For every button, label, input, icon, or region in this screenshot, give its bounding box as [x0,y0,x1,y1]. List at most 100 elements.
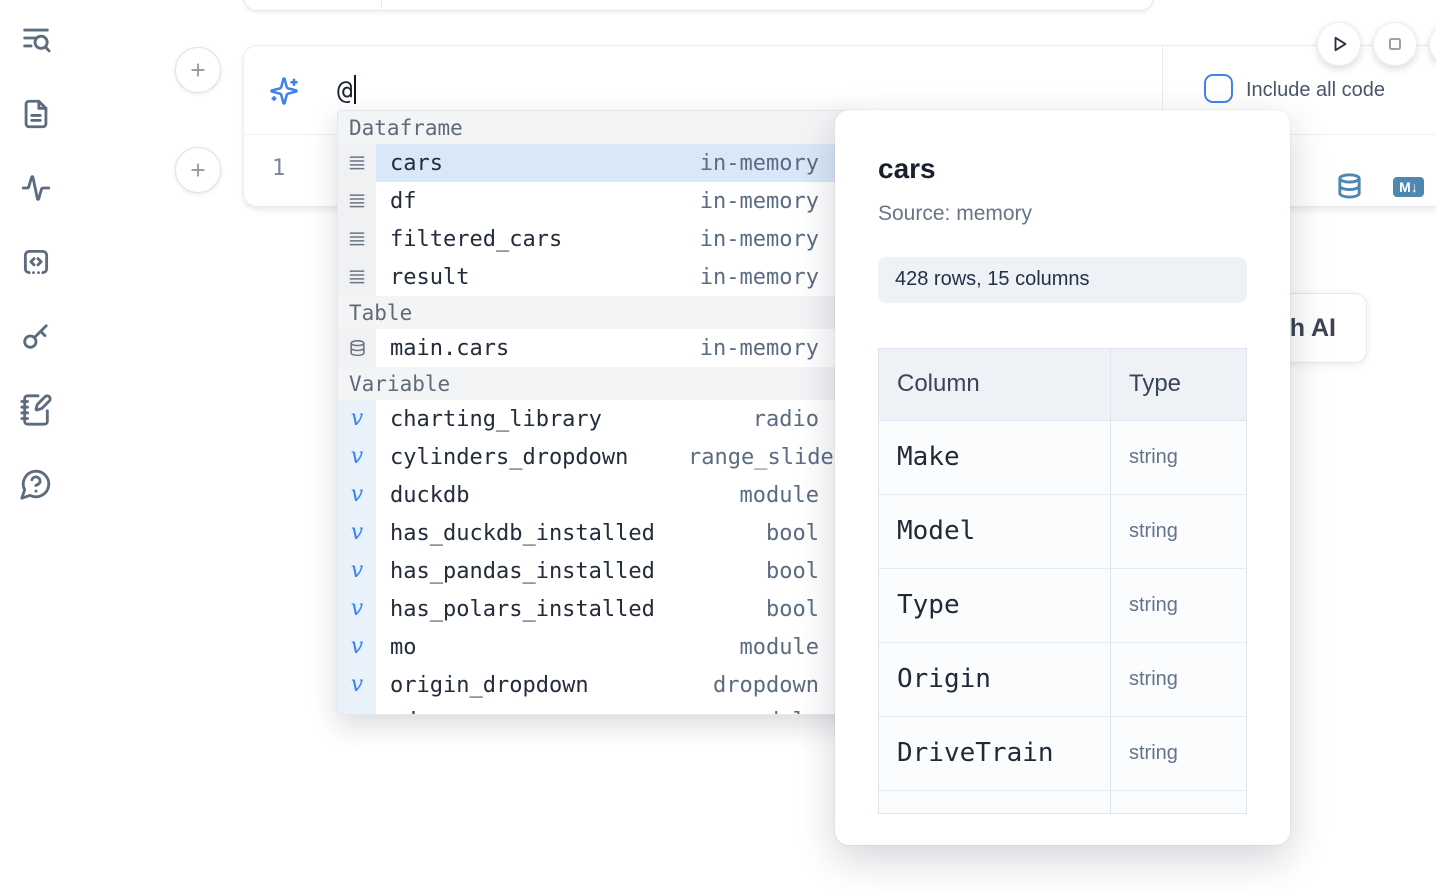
preview-shape-badge: 428 rows, 15 columns [878,256,1247,303]
completion-item-gutter [338,258,376,296]
completion-item-cylinders-dropdown[interactable]: v cylinders_dropdown range_slider [338,438,856,476]
completion-item-type: in-memory [699,264,819,290]
completion-item-gutter [338,704,376,714]
schema-column-name: Type [897,590,960,621]
sidebar-file-text-button[interactable] [17,95,55,133]
help-chat-icon [19,467,53,501]
stop-button[interactable] [1373,22,1417,66]
completion-item-duckdb[interactable]: v duckdb module [338,476,856,514]
completion-item-pd[interactable]: pd module [338,704,856,714]
variable-icon: v [350,406,364,431]
completion-item-name: duckdb [390,482,470,508]
completion-item-gutter: v [338,590,376,628]
key-icon [19,319,53,353]
completion-item-cars[interactable]: cars in-memory [338,144,856,182]
file-text-icon [19,97,53,131]
variable-icon: v [350,444,364,469]
preview-title: cars [878,153,936,184]
play-icon [1327,32,1351,56]
completion-item-gutter [338,144,376,182]
variable-icon: v [350,596,364,621]
sidebar-code-snippet-button[interactable] [17,243,55,281]
completion-item-name: mo [390,634,417,660]
completion-item-result[interactable]: result in-memory [338,258,856,296]
schema-row-partial [879,790,1246,813]
completion-item-gutter: v [338,400,376,438]
schema-column-type: string [1129,445,1178,468]
completion-item-type: in-memory [699,188,819,214]
completion-item-type: in-memory [699,150,819,176]
completion-item-name: cylinders_dropdown [390,444,629,470]
completion-item-type: in-memory [699,226,819,252]
dataframe-icon [347,229,367,249]
completion-item-type: radio [752,406,819,432]
completion-section-header: Dataframe [338,111,856,144]
include-all-code-label: Include all code [1246,79,1385,101]
completion-item-name: origin_dropdown [390,672,589,698]
dataframe-icon [347,267,367,287]
completion-item-type: bool [766,558,819,584]
completion-item-name: main.cars [390,335,510,361]
sidebar-key-button[interactable] [17,317,55,355]
completion-section-header: Variable [338,367,856,400]
completion-item-name: result [390,264,470,290]
variable-icon: v [350,520,364,545]
add-cell-button[interactable] [175,47,221,93]
plus-icon [188,160,208,180]
table-icon [348,339,367,358]
add-cell-button[interactable] [175,147,221,193]
schema-column-name: Model [897,516,976,547]
variable-icon: v [350,634,364,659]
sidebar-activity-button[interactable] [17,169,55,207]
sidebar-list-search-button[interactable] [17,21,55,59]
ai-prompt-input[interactable]: @ [337,75,356,106]
markdown-icon[interactable]: M↓ [1393,177,1424,197]
completion-item-name: pd [390,709,417,714]
completion-item-type: range_slider [688,444,847,470]
schema-column-type: string [1129,741,1178,764]
completion-item-gutter: v [338,552,376,590]
completion-item-gutter [338,329,376,367]
completion-item-name: filtered_cars [390,226,563,252]
prompt-divider [1162,46,1163,134]
variable-icon: v [350,558,364,583]
dataframe-icon [347,191,367,211]
text-caret [353,75,356,104]
sidebar-notebook-pen-button[interactable] [17,391,55,429]
completion-item-type: module [739,482,819,508]
code-editor-row[interactable]: 1 [244,134,1436,205]
variable-icon: v [350,672,364,697]
dataframe-preview-popover: cars Source: memory 428 rows, 15 columns… [835,110,1290,845]
schema-row: Model string [879,494,1246,569]
schema-column-type: string [1129,667,1178,690]
schema-column-type: string [1129,519,1178,542]
completion-item-name: has_polars_installed [390,596,655,622]
cell-divider [381,0,382,10]
schema-column-name: Origin [897,664,991,695]
previous-cell-edge [243,0,1154,11]
completion-item-name: cars [390,150,443,176]
completion-item-filtered-cars[interactable]: filtered_cars in-memory [338,220,856,258]
variable-icon: v [350,482,364,507]
dataframe-icon [347,153,367,173]
completion-item-type: module [740,709,819,714]
sidebar [0,0,72,895]
sidebar-help-chat-button[interactable] [17,465,55,503]
completion-item-gutter: v [338,438,376,476]
completion-item-gutter [338,220,376,258]
database-icon[interactable] [1335,172,1364,201]
run-cell-button[interactable] [1317,22,1361,66]
preview-source: Source: memory [878,201,1033,225]
include-all-code-checkbox[interactable] [1204,74,1233,103]
